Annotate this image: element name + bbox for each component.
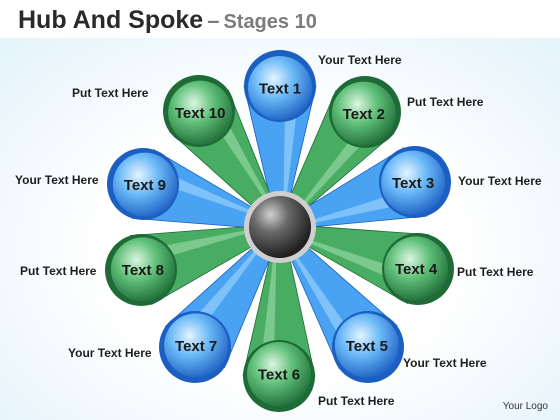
spoke-5: Text 5 [277,224,404,383]
spoke-note-3: Your Text Here [458,174,542,188]
spoke-cap [331,81,396,146]
spoke-label-4: Text 4 [395,261,438,278]
spoke-highlight [279,229,417,288]
title-subtitle: Stages 10 [223,11,317,33]
spoke-label-5: Text 5 [346,338,388,355]
spoke-9: Text 9 [107,148,282,231]
spoke-note-10: Put Text Here [72,86,149,100]
title-main: Hub And Spoke [18,6,204,34]
title-separator: – [207,8,220,33]
spoke-cap [381,150,446,215]
spoke-note-7: Your Text Here [68,346,152,360]
spoke-6: Text 6 [242,226,316,412]
hub-sphere [249,196,311,258]
footer-logo: Your Logo [502,401,548,412]
spoke-label-3: Text 3 [392,175,434,192]
spoke-note-1: Your Text Here [318,53,402,67]
spoke-note-8: Put Text Here [20,264,97,278]
page-title: Hub And Spoke–Stages 10 [18,5,317,35]
spoke-label-1: Text 1 [259,81,301,98]
spoke-note-9: Your Text Here [15,173,99,187]
spoke-3: Text 3 [278,146,451,231]
spoke-note-4: Put Text Here [457,265,534,279]
spoke-label-6: Text 6 [258,367,300,384]
spoke-cap [110,237,175,302]
spoke-note-2: Put Text Here [407,95,484,109]
spoke-highlight [259,227,277,376]
spoke-10: Text 10 [163,75,283,230]
spoke-8: Text 8 [105,223,282,306]
spoke-label-7: Text 7 [175,338,217,355]
spoke-cap [168,80,233,145]
spoke-cap [112,152,177,217]
spoke-label-9: Text 9 [124,177,166,194]
spoke-cap [248,56,312,120]
spoke-cap [334,313,399,378]
spoke-cap [384,236,449,301]
spoke-cap [164,313,229,378]
spoke-2: Text 2 [277,76,401,230]
spoke-4: Text 4 [278,223,454,305]
spoke-label-2: Text 2 [343,106,385,123]
spoke-note-5: Your Text Here [403,356,487,370]
spoke-label-8: Text 8 [122,262,164,279]
spoke-note-6: Put Text Here [318,394,395,408]
spoke-cap [247,342,312,407]
spoke-label-10: Text 10 [175,105,226,122]
